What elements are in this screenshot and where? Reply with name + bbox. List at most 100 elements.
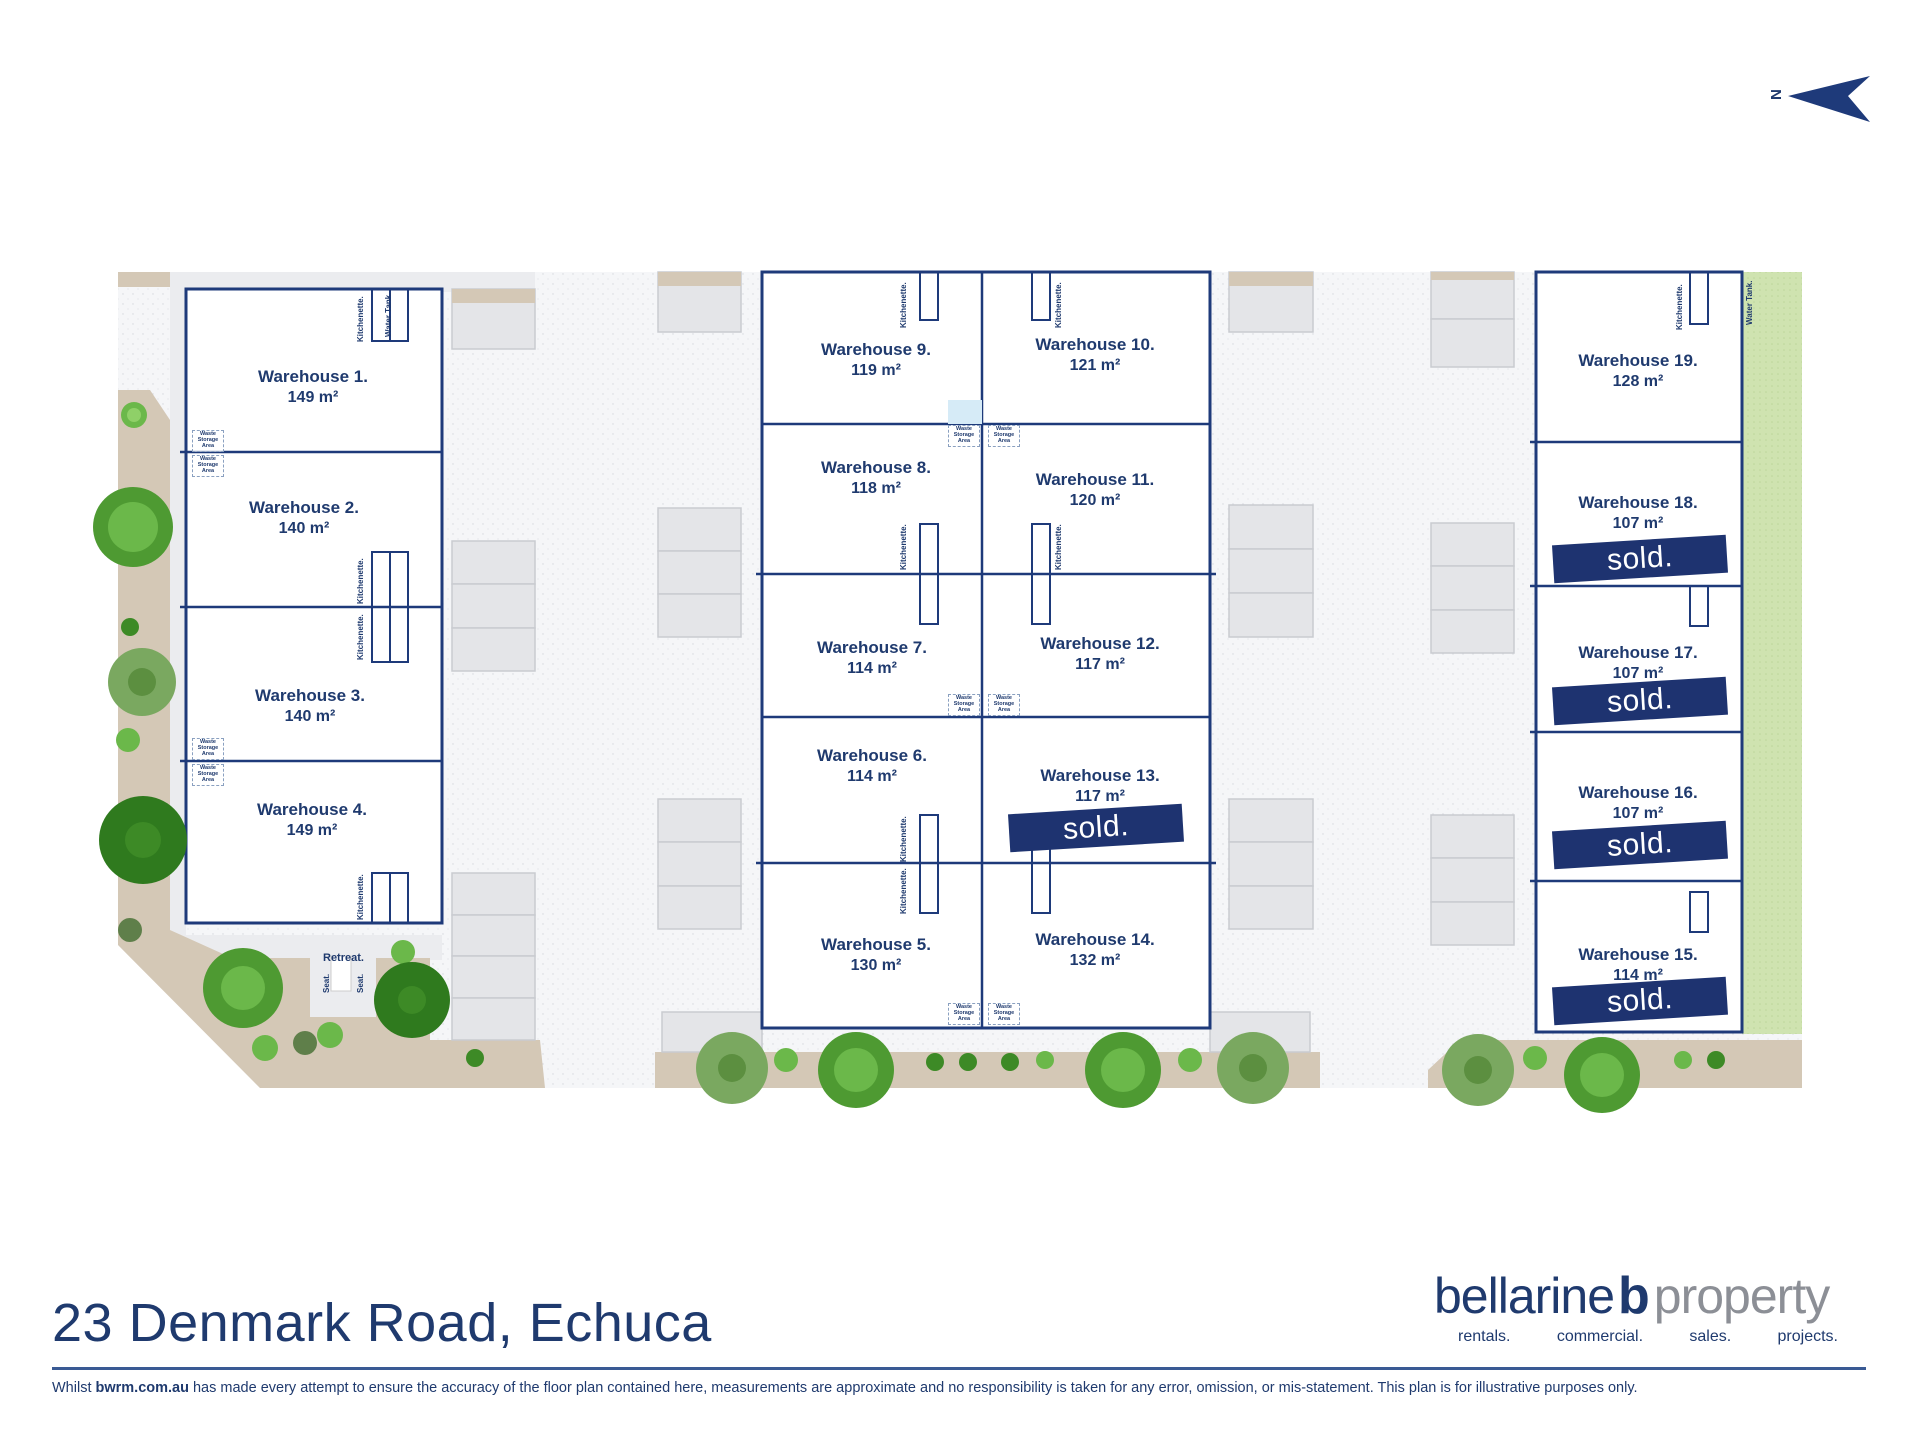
logo-tagline: rentals. commercial. sales. projects.	[1458, 1328, 1838, 1346]
disclaimer-text: has made every attempt to ensure the acc…	[188, 1380, 1638, 1396]
kitchenette-label: Kitchenette.	[356, 874, 365, 920]
logo-mark-icon: b	[1618, 1267, 1650, 1325]
warehouse-1-label[interactable]: Warehouse 1. 149 m²	[258, 367, 368, 407]
warehouse-11-label[interactable]: Warehouse 11. 120 m²	[1036, 470, 1154, 510]
disclaimer-prefix: Whilst	[52, 1380, 96, 1396]
warehouse-5-label[interactable]: Warehouse 5. 130 m²	[821, 935, 931, 975]
garden-bed-west	[118, 390, 545, 1088]
kitchenette-label: Kitchenette.	[899, 868, 908, 914]
warehouse-19-label[interactable]: Warehouse 19. 128 m²	[1578, 351, 1697, 391]
building-b	[760, 270, 1212, 1030]
company-logo: bellarinebproperty	[1434, 1266, 1854, 1326]
warehouse-18-label[interactable]: Warehouse 18. 107 m²	[1578, 493, 1697, 533]
seat-label: Seat.	[322, 973, 331, 993]
plants	[93, 402, 1725, 1113]
warehouse-area: 120 m²	[1069, 492, 1121, 509]
warehouse-area: 107 m²	[1612, 665, 1664, 682]
warehouse-area: 128 m²	[1612, 373, 1664, 390]
warehouse-name: Warehouse 6.	[817, 746, 927, 765]
warehouse-area: 140 m²	[284, 708, 336, 725]
waste-storage-area: Waste Storage Area	[192, 430, 224, 452]
tagline-item: sales.	[1689, 1328, 1732, 1345]
warehouse-15-label[interactable]: Warehouse 15. 114 m²	[1578, 945, 1697, 985]
warehouse-area: 149 m²	[287, 389, 339, 406]
kitchenette-label: Kitchenette.	[1675, 284, 1684, 330]
warehouse-area: 114 m²	[847, 660, 897, 677]
disclaimer-site-link[interactable]: bwrm.com.au	[95, 1380, 189, 1396]
waste-storage-area: Waste Storage Area	[988, 425, 1020, 447]
kitchenette-label: Kitchenette.	[356, 296, 365, 342]
warehouse-name: Warehouse 10.	[1035, 335, 1155, 354]
warehouse-name: Warehouse 19.	[1578, 351, 1698, 370]
warehouse-3-label[interactable]: Warehouse 3. 140 m²	[255, 686, 365, 726]
warehouse-area: 107 m²	[1612, 515, 1664, 532]
warehouse-name: Warehouse 17.	[1578, 643, 1698, 662]
warehouse-name: Warehouse 18.	[1578, 493, 1698, 512]
warehouse-name: Warehouse 12.	[1040, 634, 1160, 653]
warehouse-12-label[interactable]: Warehouse 12.117 m²	[1040, 634, 1159, 674]
page-title: 23 Denmark Road, Echuca	[52, 1293, 712, 1353]
waste-storage-area: Waste Storage Area	[192, 455, 224, 477]
warehouse-13-label[interactable]: Warehouse 13. 117 m²	[1040, 766, 1159, 806]
warehouse-6-label[interactable]: Warehouse 6. 114 m²	[817, 746, 927, 786]
warehouse-name: Warehouse 5.	[821, 935, 931, 954]
warehouse-name: Warehouse 14.	[1035, 930, 1155, 949]
tagline-item: commercial.	[1556, 1328, 1644, 1345]
waste-storage-area: Waste Storage Area	[948, 694, 980, 716]
tagline-item: rentals.	[1458, 1328, 1511, 1345]
warehouse-name: Warehouse 16.	[1578, 783, 1698, 802]
kitchenette-label: Kitchenette.	[1054, 524, 1063, 570]
kitchenette-label: Kitchenette.	[899, 282, 908, 328]
warehouse-name: Warehouse 13.	[1040, 766, 1160, 785]
warehouse-area: 117 m²	[1075, 788, 1125, 805]
retreat-label: Retreat.	[323, 952, 364, 964]
waste-storage-area: Waste Storage Area	[948, 1003, 980, 1025]
kitchenette-label: Kitchenette.	[899, 816, 908, 862]
warehouse-name: Warehouse 4.	[257, 800, 367, 819]
parking-bays	[451, 271, 1515, 1053]
warehouse-area: 121 m²	[1069, 357, 1121, 374]
warehouse-name: Warehouse 1.	[258, 367, 368, 386]
north-arrow-icon	[1788, 76, 1870, 122]
waste-storage-area: Waste Storage Area	[988, 1003, 1020, 1025]
waste-storage-area: Waste Storage Area	[192, 764, 224, 786]
warehouse-name: Warehouse 7.	[817, 638, 927, 657]
warehouse-name: Warehouse 15.	[1578, 945, 1698, 964]
warehouse-area: 119 m²	[851, 362, 901, 379]
warehouse-4-label[interactable]: Warehouse 4. 149 m²	[257, 800, 367, 840]
warehouse-area: 132 m²	[1069, 952, 1121, 969]
water-tank-label: Water Tank.	[1745, 280, 1754, 325]
warehouse-area: 107 m²	[1612, 805, 1664, 822]
warehouse-14-label[interactable]: Warehouse 14. 132 m²	[1035, 930, 1154, 970]
lawn-strip	[1742, 272, 1802, 1034]
warehouse-10-label[interactable]: Warehouse 10. 121 m²	[1035, 335, 1154, 375]
kitchenette-label: Kitchenette.	[356, 614, 365, 660]
kitchenette-label: Kitchenette.	[356, 558, 365, 604]
warehouse-area: 118 m²	[851, 480, 901, 497]
warehouse-9-label[interactable]: Warehouse 9.119 m²	[821, 340, 931, 380]
warehouse-name: Warehouse 3.	[255, 686, 365, 705]
kitchenette-label: Kitchenette.	[899, 524, 908, 570]
seat-label: Seat.	[356, 973, 365, 993]
warehouse-area: 114 m²	[1613, 967, 1663, 984]
warehouse-area: 130 m²	[850, 957, 902, 974]
warehouse-8-label[interactable]: Warehouse 8.118 m²	[821, 458, 931, 498]
warehouse-7-label[interactable]: Warehouse 7. 114 m²	[817, 638, 927, 678]
north-label: N	[1766, 89, 1784, 100]
warehouse-area: 114 m²	[847, 768, 897, 785]
waste-storage-area: Waste Storage Area	[948, 425, 980, 447]
tagline-item: projects.	[1777, 1328, 1838, 1345]
warehouse-2-label[interactable]: Warehouse 2. 140 m²	[249, 498, 359, 538]
logo-word-bellarine: bellarine	[1434, 1268, 1615, 1324]
warehouse-name: Warehouse 11.	[1035, 470, 1155, 489]
warehouse-area: 149 m²	[286, 822, 338, 839]
waste-storage-area: Waste Storage Area	[988, 694, 1020, 716]
logo-word-property: property	[1653, 1268, 1830, 1324]
warehouse-area: 140 m²	[278, 520, 330, 537]
disclaimer: Whilst bwrm.com.au has made every attemp…	[52, 1380, 1638, 1396]
warehouse-name: Warehouse 2.	[249, 498, 359, 517]
warehouse-17-label[interactable]: Warehouse 17. 107 m²	[1578, 643, 1697, 683]
footer-divider	[52, 1367, 1866, 1370]
warehouse-16-label[interactable]: Warehouse 16. 107 m²	[1578, 783, 1697, 823]
